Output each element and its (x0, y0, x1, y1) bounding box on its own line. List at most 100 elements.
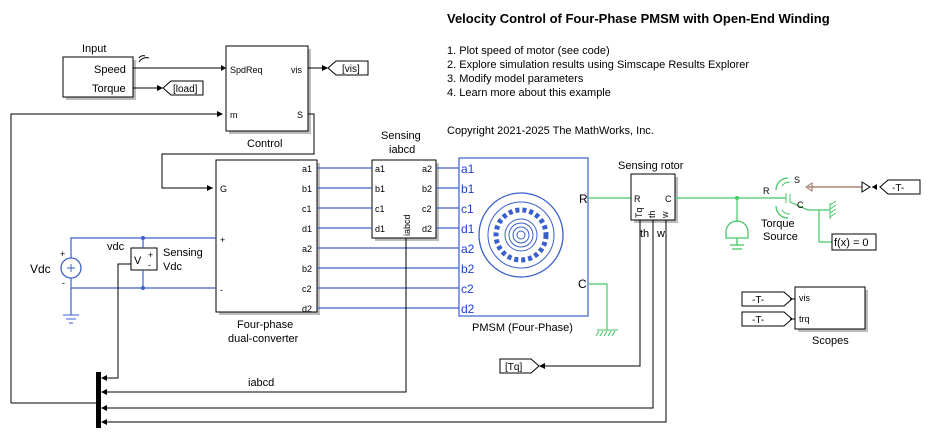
torque-source-name-1: Torque (761, 218, 795, 230)
svg-text:[load]: [load] (173, 84, 198, 95)
input-port-torque: Torque (92, 83, 126, 95)
from-tag-scope-1[interactable]: -T- (741, 291, 793, 307)
signal-wireless-icon (138, 55, 150, 63)
phase-wires-group1[interactable] (317, 167, 459, 229)
bus-label-iabcd: iabcd (248, 377, 274, 389)
sensing-iabcd-out-label: iabcd (402, 214, 412, 236)
sensing-vdc-label: vdc (107, 241, 125, 253)
svg-text:a2: a2 (422, 164, 432, 174)
electrical-ground-icon (63, 314, 79, 324)
input-port-speed: Speed (94, 64, 126, 76)
motor-icon (478, 192, 564, 278)
bus-creator-block[interactable] (96, 372, 101, 428)
svg-text:b1: b1 (375, 184, 385, 194)
vdc-source-block[interactable]: + - Vdc (30, 249, 82, 288)
solver-config-block[interactable]: f(x) = 0 (831, 233, 877, 251)
control-block-name: Control (247, 138, 282, 150)
svg-text:C: C (665, 194, 672, 204)
scopes-block-name: Scopes (812, 335, 849, 347)
svg-text:Tq: Tq (634, 207, 644, 218)
phase-wires-group2[interactable] (317, 247, 459, 309)
svg-text:-: - (148, 260, 151, 270)
svg-text:d2: d2 (302, 304, 312, 314)
torque-source-port-r: R (763, 186, 770, 196)
wire-tq[interactable] (545, 220, 641, 367)
svg-text:th: th (647, 210, 657, 218)
note-plot-speed[interactable]: 1. Plot speed of motor (see code) (447, 45, 610, 57)
wire-dc-plus[interactable] (70, 237, 216, 258)
pmsm-block[interactable]: a1 b1 c1 d1 a2 b2 c2 d2 R C PMSM (Four-P… (458, 157, 589, 334)
goto-tag-vis[interactable]: [vis] (327, 60, 369, 76)
svg-text:d1: d1 (375, 224, 385, 234)
svg-text:a1: a1 (461, 162, 475, 176)
svg-text:+: + (148, 250, 153, 260)
control-block[interactable]: SpdReq m vis S Control (225, 45, 311, 150)
scopes-block[interactable]: vis trq Scopes (794, 286, 868, 347)
sensing-iabcd-block[interactable]: Sensing iabcd a1 b1 c1 d1 a2 b2 c2 d2 ia… (371, 130, 439, 241)
wire-case[interactable] (588, 283, 608, 330)
svg-text:d2: d2 (422, 224, 432, 234)
wire-gate-signal[interactable] (161, 113, 315, 189)
converter-name-2: dual-converter (228, 333, 299, 345)
converter-block[interactable]: G + - a1 b1 c1 d1 a2 b2 c2 d2 Four-phase… (215, 159, 320, 345)
converter-port-g: G (220, 184, 227, 194)
svg-text:c1: c1 (375, 204, 385, 214)
pmsm-port-r: R (579, 192, 588, 206)
converter-name-1: Four-phase (237, 319, 293, 331)
svg-text:[Tq]: [Tq] (505, 362, 522, 373)
copyright-text: Copyright 2021-2025 The MathWorks, Inc. (447, 125, 654, 137)
scopes-port-vis: vis (799, 293, 810, 303)
svg-text:a1: a1 (302, 164, 312, 174)
svg-text:c2: c2 (302, 284, 312, 294)
svg-text:b2: b2 (422, 184, 432, 194)
sensing-rotor-out-w: w (656, 228, 665, 240)
pmsm-port-c: C (578, 277, 587, 291)
torque-source-port-s: S (794, 175, 800, 185)
wire-omega[interactable] (107, 220, 667, 423)
note-explore-results[interactable]: 2. Explore simulation results using Sims… (447, 59, 749, 71)
svg-text:R: R (634, 194, 641, 204)
from-tag-t[interactable]: -T- (879, 179, 921, 195)
svg-text:f(x) = 0: f(x) = 0 (834, 237, 869, 249)
ps-converter-icon (805, 181, 877, 193)
inertia-icon[interactable] (725, 220, 749, 250)
svg-text:-T-: -T- (752, 295, 764, 306)
svg-text:d2: d2 (461, 302, 475, 316)
goto-tag-tq[interactable]: [Tq] (499, 358, 540, 374)
model-title: Velocity Control of Four-Phase PMSM with… (447, 11, 830, 26)
input-block-name: Input (82, 43, 106, 55)
sensing-rotor-name: Sensing rotor (618, 160, 684, 172)
svg-text:-T-: -T- (752, 315, 764, 326)
sensing-iabcd-name-1: Sensing (381, 130, 421, 142)
svg-text:d1: d1 (461, 222, 475, 236)
note-modify-params[interactable]: 3. Modify model parameters (447, 73, 584, 85)
sensing-vdc-name-1: Sensing (163, 247, 203, 259)
wire-measurement-bus[interactable] (10, 113, 222, 403)
vdc-plus: + (60, 249, 65, 259)
svg-text:w: w (660, 211, 670, 219)
torque-ground-icon (829, 200, 837, 219)
svg-text:d1: d1 (302, 224, 312, 234)
sensing-vdc-block[interactable]: V + - Sensing Vdc (130, 247, 203, 273)
svg-text:b1: b1 (461, 182, 475, 196)
input-block[interactable]: Input Speed Torque (62, 43, 136, 100)
svg-text:c1: c1 (461, 202, 474, 216)
svg-text:b2: b2 (302, 264, 312, 274)
converter-port-minus: - (220, 285, 223, 295)
wire-vdc-signal[interactable] (107, 263, 131, 379)
control-port-s: S (297, 110, 303, 120)
scopes-port-trq: trq (799, 314, 810, 324)
wire-iabcd[interactable] (107, 238, 407, 393)
goto-tag-load[interactable]: [load] (162, 80, 204, 96)
sensing-rotor-block[interactable]: Sensing rotor R C Tq th w (618, 160, 684, 223)
converter-port-plus: + (220, 235, 225, 245)
note-learn-more[interactable]: 4. Learn more about this example (447, 87, 611, 99)
wire-theta[interactable] (107, 220, 654, 409)
torque-source-block[interactable] (773, 177, 830, 219)
torque-source-port-c: C (797, 200, 804, 210)
vdc-minus: - (62, 278, 65, 288)
control-port-spdreq: SpdReq (230, 65, 263, 75)
from-tag-scope-2[interactable]: -T- (741, 311, 793, 327)
sensing-rotor-out-th: th (640, 228, 649, 240)
